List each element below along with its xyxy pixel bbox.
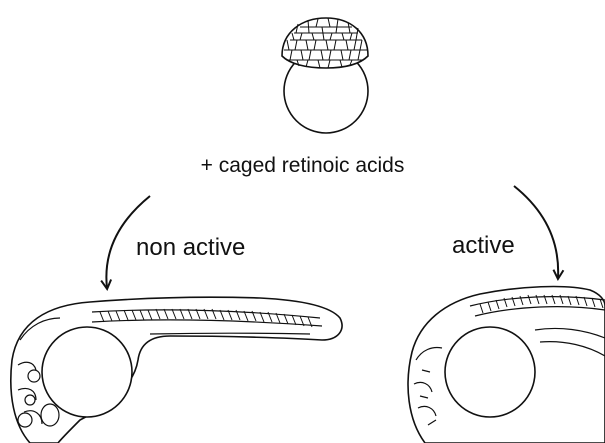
treatment-label: + caged retinoic acids (0, 154, 605, 178)
active-label: active (452, 232, 515, 260)
arrow-right (514, 186, 558, 278)
treated-embryo-yolk (445, 327, 535, 417)
normal-embryo-illustration (11, 297, 342, 443)
non-active-label: non active (136, 234, 245, 262)
normal-embryo-yolk (42, 327, 132, 417)
treated-embryo-illustration (408, 287, 605, 443)
early-embryo-illustration (282, 18, 368, 133)
